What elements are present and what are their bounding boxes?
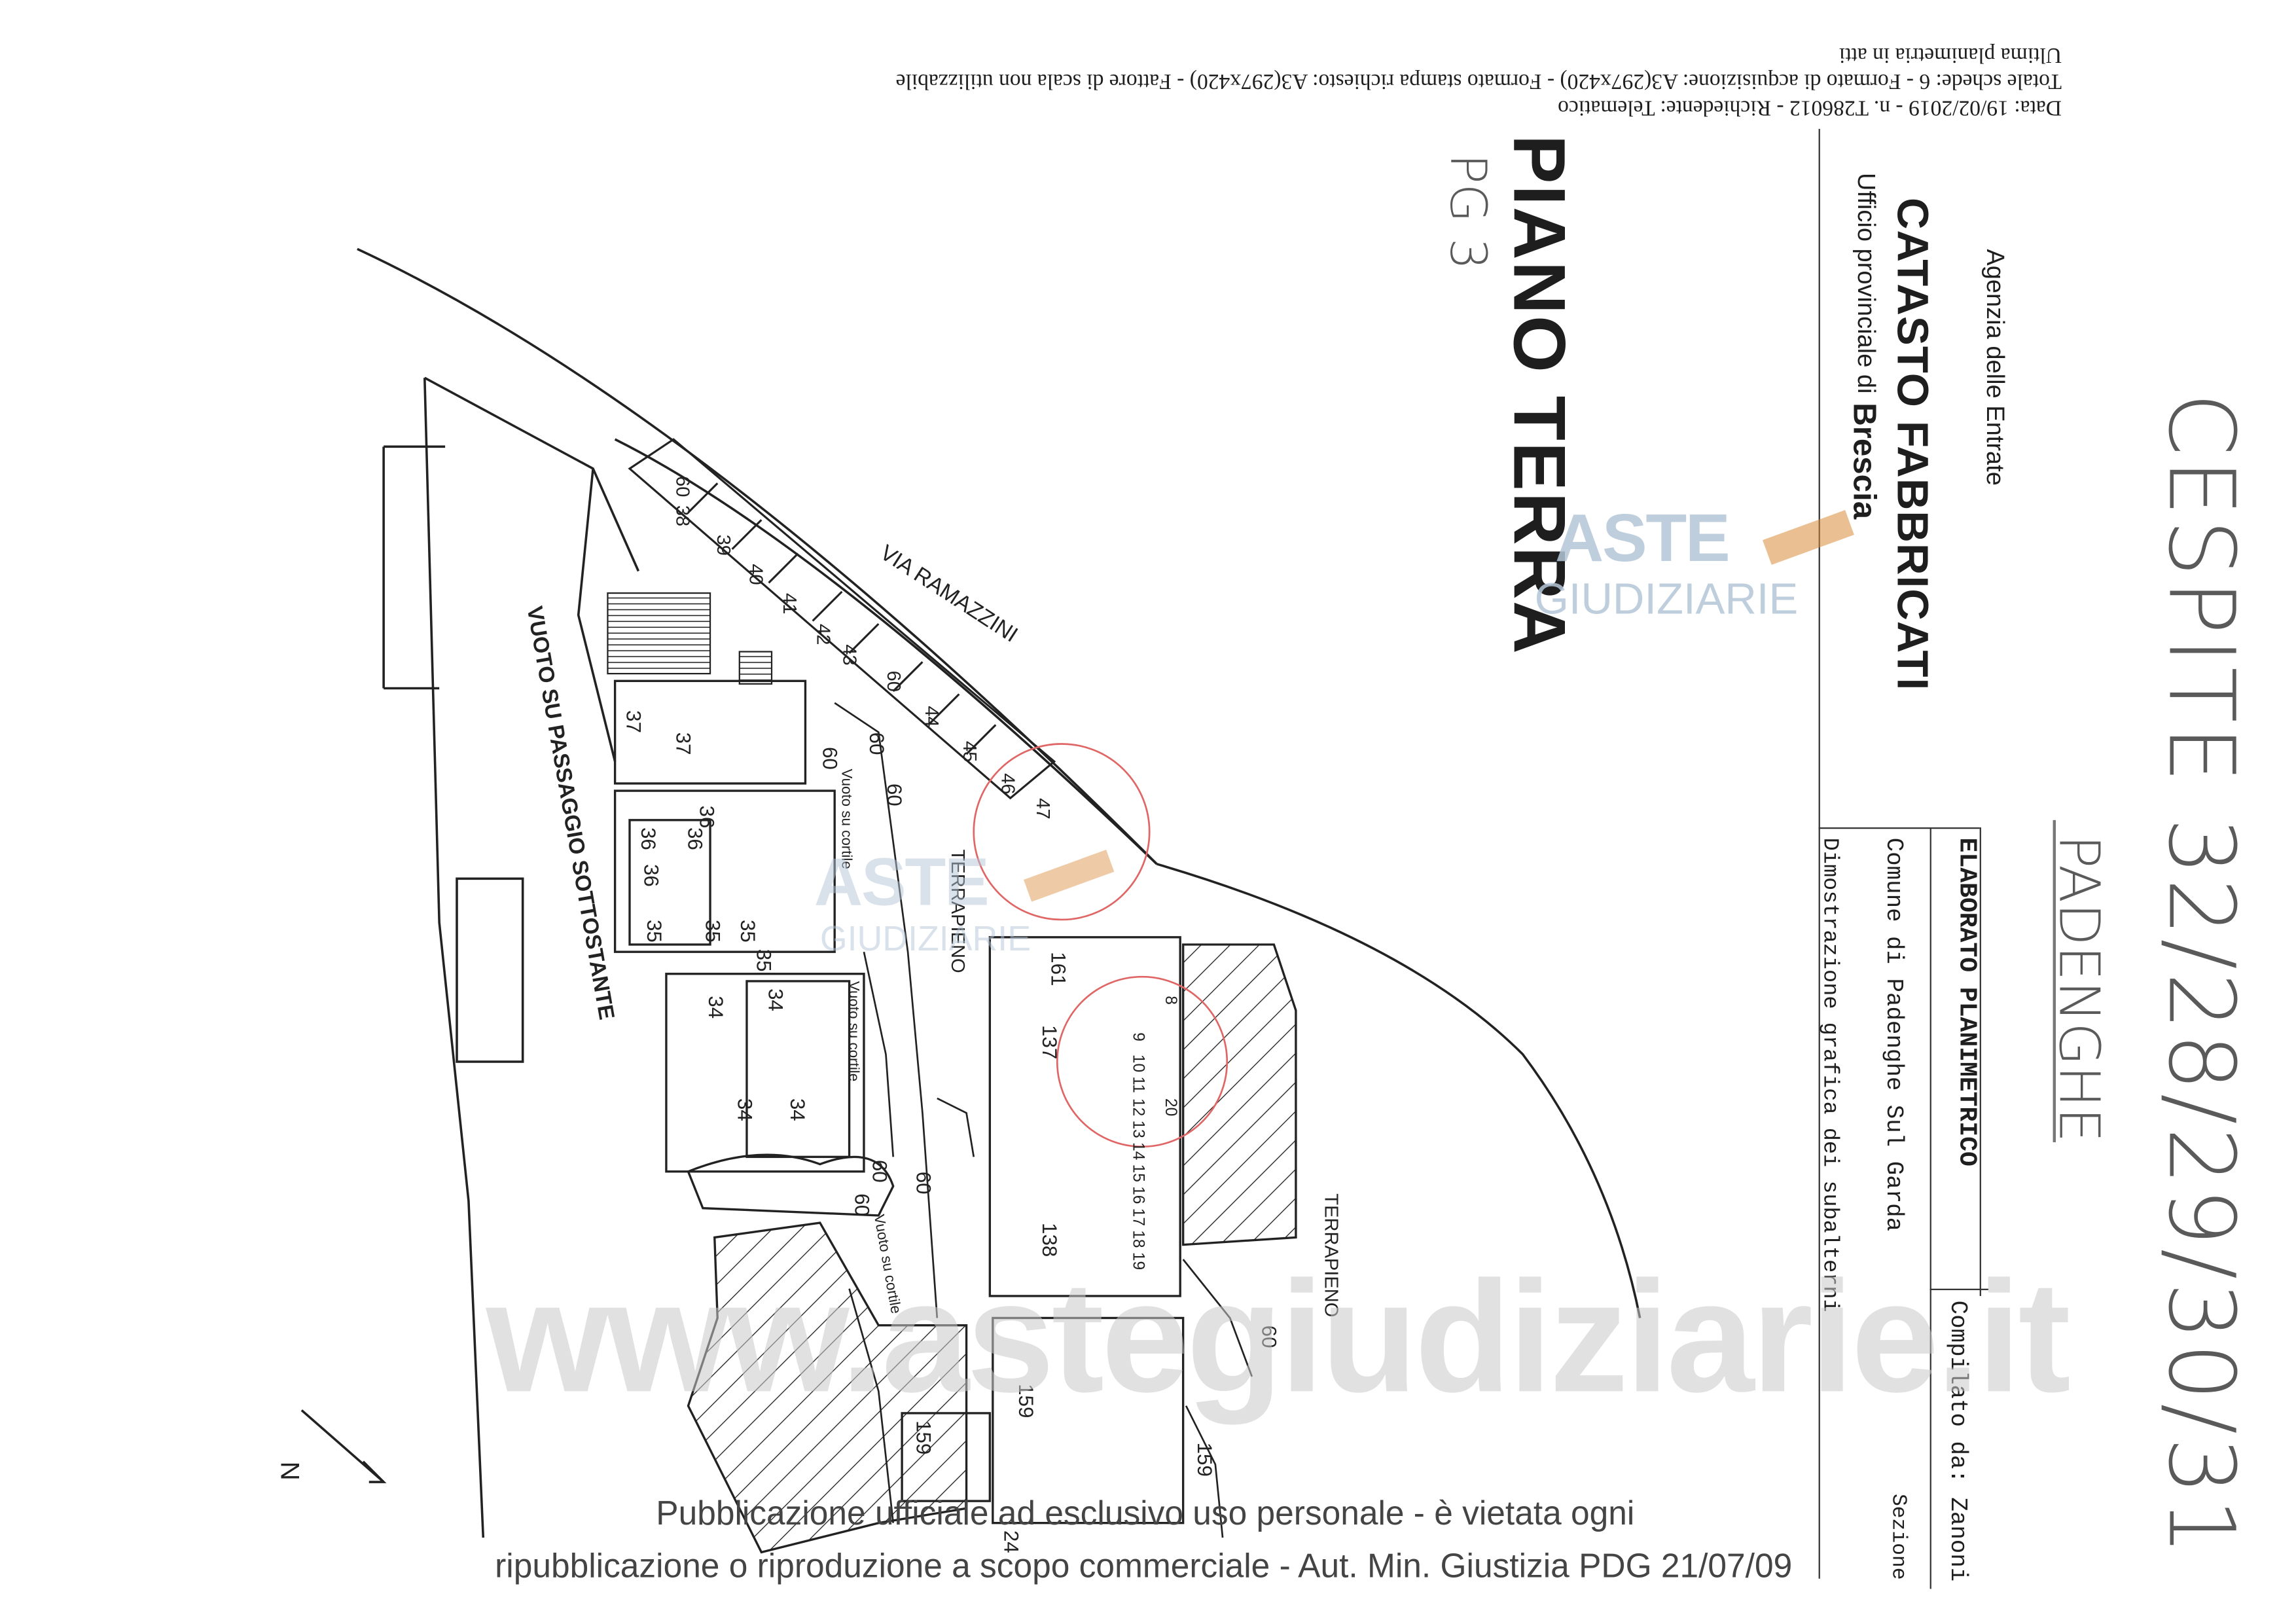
garage-number: 38 xyxy=(672,505,693,526)
form-divider-h2 xyxy=(1929,1288,1989,1290)
scale-number: 19 xyxy=(1130,1252,1147,1270)
form-divider xyxy=(1818,128,1820,1579)
north-label: N xyxy=(276,1462,305,1481)
vuoto-cortile-label: Vuoto su cortile xyxy=(846,981,863,1081)
scale-number: 20 xyxy=(1162,1098,1179,1116)
unit-number: 36 xyxy=(695,805,718,828)
garage-number: 43 xyxy=(839,644,860,665)
unit-number: 60 xyxy=(818,747,841,770)
terrapieno-label: TERRAPIENO xyxy=(947,850,968,973)
garage-number: 40 xyxy=(745,564,766,585)
scale-number: 8 xyxy=(1162,996,1179,1005)
unit-number: 34 xyxy=(764,988,787,1011)
scale-number: 18 xyxy=(1130,1230,1147,1248)
unit-number: 35 xyxy=(701,920,724,943)
unit-number: 138 xyxy=(1038,1223,1061,1257)
unit-number: 60 xyxy=(883,784,906,806)
form-divider-h xyxy=(1818,827,1980,829)
scale-number: 15 xyxy=(1130,1164,1147,1182)
stair-block-small xyxy=(738,651,773,685)
unit-number: 159 xyxy=(912,1420,935,1454)
unit-number: 60 xyxy=(868,1160,891,1183)
terrapieno-label: TERRAPIENO xyxy=(1321,1193,1342,1317)
scale-number: 10 xyxy=(1130,1055,1147,1072)
unit-number: 35 xyxy=(643,920,666,943)
unit-number: 36 xyxy=(683,827,706,850)
unit-number: 36 xyxy=(639,864,662,887)
unit-number: 35 xyxy=(736,920,759,943)
unit-number: 37 xyxy=(622,710,645,733)
unit-number: 24 xyxy=(1000,1530,1023,1553)
vuoto-passaggio-label: VUOTO SU PASSAGGIO SOTTOSTANTE xyxy=(522,604,619,1021)
garage-number: 47 xyxy=(1032,798,1053,819)
garage-number: 42 xyxy=(812,624,833,645)
garage-number: 60 xyxy=(672,476,693,497)
unit-number: 60 xyxy=(1257,1326,1280,1348)
unit-number: 36 xyxy=(637,827,660,850)
scale-number: 12 xyxy=(1130,1098,1147,1116)
watermark-brand-top: ASTE xyxy=(1554,499,1731,576)
unit-number: 37 xyxy=(672,732,695,755)
handwritten-underline xyxy=(2053,820,2056,1143)
unit-number: 34 xyxy=(704,996,727,1019)
unit-number: 159 xyxy=(1014,1384,1037,1418)
unit-number: 137 xyxy=(1038,1025,1061,1059)
watermark-brand-top-2: ASTE xyxy=(814,843,990,920)
form-divider-v2 xyxy=(1929,827,1931,1589)
watermark-brand-bottom: GIUDIZIARIE xyxy=(1534,575,1799,624)
unit-number: 159 xyxy=(1193,1443,1216,1477)
hatched-areas xyxy=(687,943,1297,1554)
garage-number: 41 xyxy=(779,593,800,614)
scale-number: 17 xyxy=(1130,1208,1147,1226)
scale-number: 9 xyxy=(1130,1032,1147,1041)
garage-number: 46 xyxy=(997,773,1018,794)
watermark-notice-line2: ripubblicazione o riproduzione a scopo c… xyxy=(495,1546,1793,1585)
watermark-brand-bottom-2: GIUDIZIARIE xyxy=(819,919,1031,960)
corridors xyxy=(834,702,1253,1538)
unit-number: 34 xyxy=(786,1098,809,1121)
garage-row xyxy=(628,438,1056,800)
scale-numbers: 8 9 10 11 12 13 14 15 16 17 18 19 20 xyxy=(1130,996,1179,1270)
unit-number: 60 xyxy=(851,1193,874,1216)
unit-number: 35 xyxy=(753,949,776,972)
form-divider-v3 xyxy=(1979,827,1981,1296)
north-arrow-icon xyxy=(300,1409,387,1483)
stair-block xyxy=(607,592,711,675)
garage-number: 39 xyxy=(713,535,734,556)
garage-number: 60 xyxy=(883,671,904,692)
unit-number: 34 xyxy=(734,1098,757,1121)
unit-number: 60 xyxy=(865,732,888,755)
unit-number: 60 xyxy=(912,1172,935,1195)
scale-number: 11 xyxy=(1130,1076,1147,1093)
boundary-walls xyxy=(382,376,640,1538)
scale-number: 14 xyxy=(1130,1142,1147,1160)
vuoto-cortile-label: Vuoto su cortile xyxy=(838,769,855,869)
watermark-url: www.astegiudiziarie.it xyxy=(486,1248,2071,1425)
scale-number: 13 xyxy=(1130,1120,1147,1138)
garage-number: 45 xyxy=(959,741,980,762)
watermark-notice-line1: Pubblicazione ufficiale ad esclusivo uso… xyxy=(656,1493,1635,1532)
unit-number: 161 xyxy=(1047,952,1069,986)
scale-number: 16 xyxy=(1130,1186,1147,1204)
garage-numbers: 60 38 39 40 41 42 43 60 44 45 46 47 xyxy=(672,476,1053,820)
unit-blocks xyxy=(613,679,1185,1525)
stamp-circles xyxy=(973,743,1229,1148)
garage-number: 44 xyxy=(921,706,942,727)
